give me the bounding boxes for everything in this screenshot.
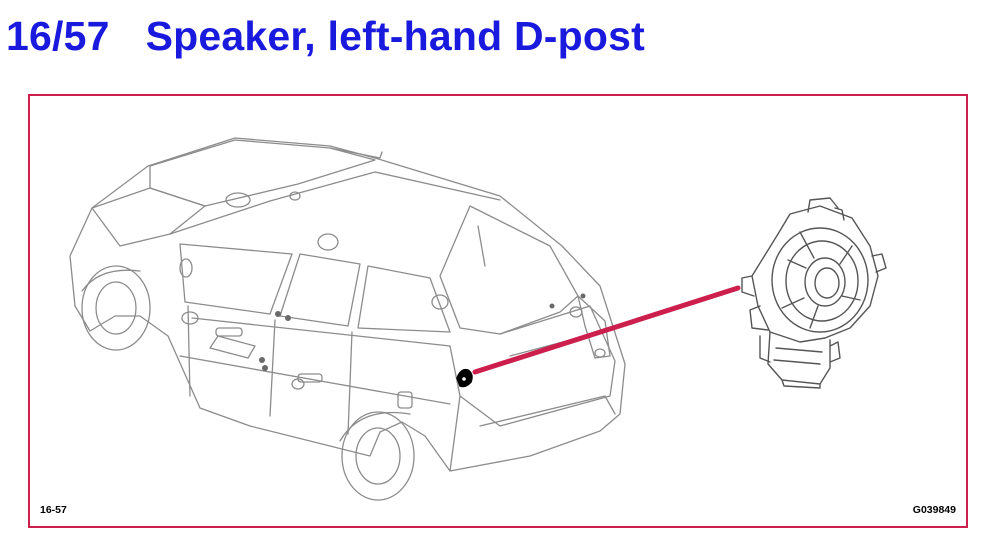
speaker-component-icon [741,197,887,389]
leader-line [472,285,741,375]
figure-frame: 16-57 G039849 [28,94,968,528]
figure-reference-right: G039849 [912,504,956,516]
page-header: 16/57 Speaker, left-hand D-post [6,8,645,64]
section-number: 16/57 [6,12,110,59]
figure-reference-left: 16-57 [40,504,67,516]
fixture-dots [259,293,586,371]
page-title: Speaker, left-hand D-post [145,12,645,59]
vehicle-icon [69,137,626,501]
figure-illustration [69,137,887,501]
speaker-location-marker-icon [456,368,473,388]
